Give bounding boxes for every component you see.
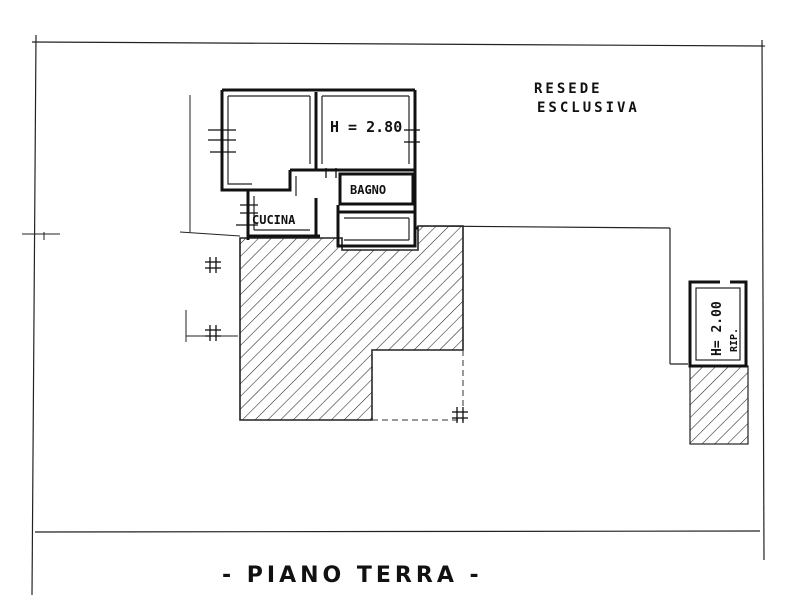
outdoor-area-edge <box>419 225 688 365</box>
room-height-label: H = 2.80 <box>330 118 402 136</box>
storage-note-label: RIP. <box>729 328 740 352</box>
outdoor-area-label-2: ESCLUSIVA <box>537 100 640 116</box>
storage-walls <box>688 280 748 368</box>
outdoor-area-label-1: RESEDE <box>534 81 603 97</box>
tick-marks <box>205 257 468 423</box>
inner-wall-lines <box>227 95 410 241</box>
property-boundary <box>31 34 766 596</box>
hatched-area-secondary <box>689 365 749 445</box>
floor-title: - PIANO TERRA - <box>222 563 483 588</box>
kitchen-label: CUCINA <box>252 213 296 227</box>
reference-lines <box>22 95 241 342</box>
building-walls <box>220 88 418 248</box>
hatched-area-main <box>239 225 464 421</box>
bathroom-label: BAGNO <box>350 183 386 197</box>
dashed-outlines <box>371 350 464 421</box>
storage-height-label: H= 2.00 <box>710 301 725 356</box>
storage-inner <box>695 280 741 361</box>
window-marks <box>208 129 420 226</box>
